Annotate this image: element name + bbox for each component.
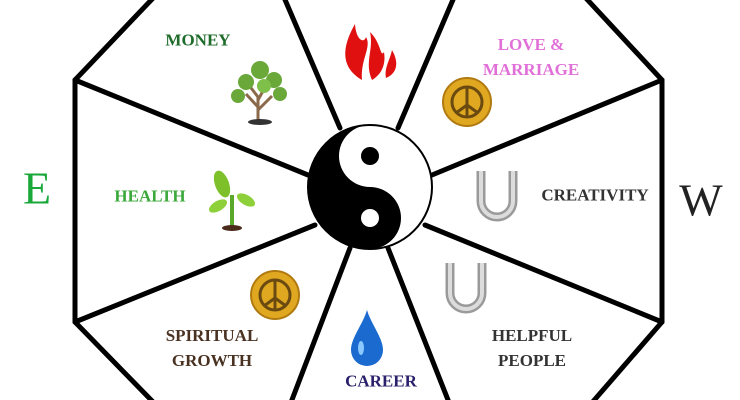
octagon-outline-right [584, 0, 665, 400]
octagon-outline [72, 0, 155, 400]
helpful-people-label: HELPFUL PEOPLE [492, 323, 572, 373]
spoke [429, 77, 665, 178]
peace-icon [250, 270, 300, 320]
love-marriage-label: LOVE & MARRIAGE [483, 32, 579, 82]
spoke [395, 0, 456, 131]
spiritual-line-1: SPIRITUAL [165, 326, 259, 345]
fire-icon [345, 24, 397, 80]
spoke [422, 222, 665, 325]
love-line-2: MARRIAGE [482, 60, 580, 79]
horseshoe-icon [445, 263, 487, 314]
horseshoe-icon [476, 171, 518, 222]
spoke [282, 0, 343, 131]
health-label: HEALTH [114, 186, 186, 206]
spoke [385, 245, 451, 400]
creativity-label: CREATIVITY [541, 185, 649, 205]
spoke [72, 77, 311, 178]
spoke [72, 222, 318, 325]
money-label: MONEY [165, 30, 231, 50]
love-line-1: LOVE & [497, 35, 565, 54]
tree-icon [231, 61, 287, 125]
spiritual-line-2: GROWTH [171, 351, 253, 370]
east-label: E [22, 162, 52, 214]
helpful-line-2: PEOPLE [497, 351, 567, 370]
spiritual-growth-label: SPIRITUAL GROWTH [166, 323, 259, 373]
spoke [289, 245, 353, 400]
helpful-line-1: HELPFUL [491, 326, 573, 345]
west-label: W [679, 174, 723, 226]
water-drop-icon [351, 310, 383, 366]
sprout-icon [208, 170, 256, 231]
career-label: CAREER [345, 371, 417, 391]
peace-icon [442, 77, 492, 127]
yin-yang-icon [307, 124, 433, 250]
